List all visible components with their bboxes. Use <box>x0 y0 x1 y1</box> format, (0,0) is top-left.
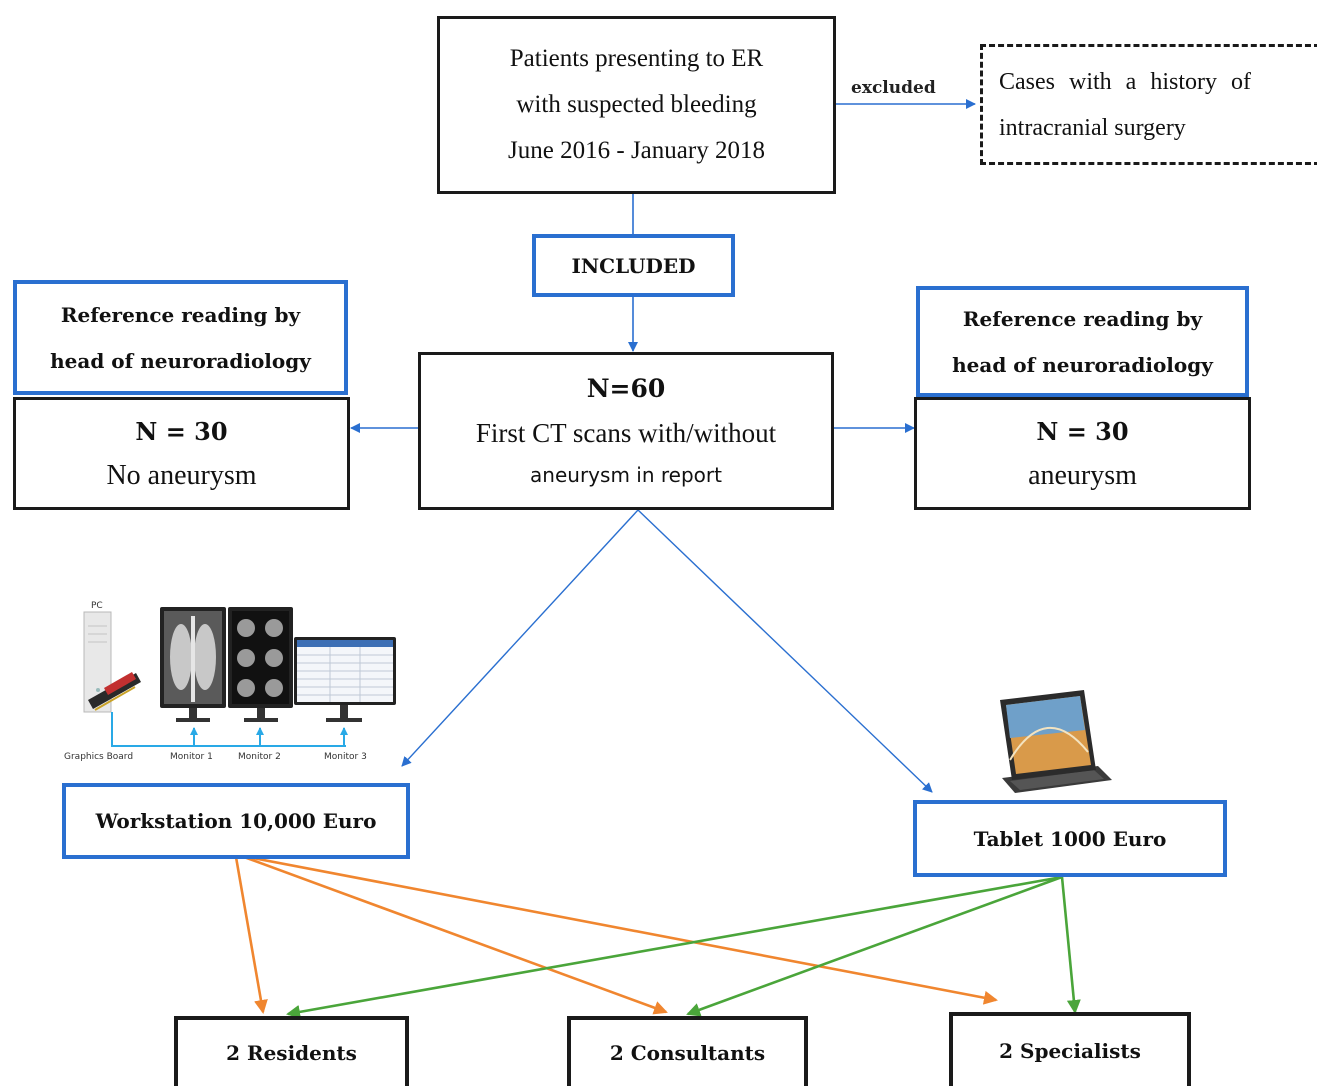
monitor-3-label: Monitor 3 <box>324 752 367 762</box>
consultants-box: 2 Consultants <box>567 1016 808 1086</box>
workstation-to-consultants-arrow <box>243 855 668 1015</box>
tablet-to-specialists-arrow <box>1060 876 1081 1014</box>
left-result-label: No aneurysm <box>106 459 257 491</box>
center-n: N=60 <box>586 374 666 403</box>
excluded-box: Cases with a history of intracranial sur… <box>980 44 1317 165</box>
residents-label: 2 Residents <box>226 1041 357 1065</box>
monitor-3-icon <box>294 637 396 722</box>
left-reference-line-1: Reference reading by <box>60 302 301 327</box>
patients-line-2: with suspected bleeding <box>516 91 757 118</box>
tablet-box: Tablet 1000 Euro <box>913 800 1227 877</box>
included-label: INCLUDED <box>571 253 696 278</box>
included-box: INCLUDED <box>532 234 735 297</box>
excluded-line-1: Cases with a history of <box>999 68 1251 95</box>
center-to-workstation-arrow <box>401 509 639 767</box>
graphics-board-icon <box>88 672 141 711</box>
center-box: N=60 First CT scans with/without aneurys… <box>418 352 834 510</box>
consultants-label: 2 Consultants <box>609 1041 766 1065</box>
pc-label: PC <box>91 601 103 611</box>
left-result-box: N = 30 No aneurysm <box>13 397 350 510</box>
monitor-1-icon <box>160 607 226 722</box>
left-reference-box: Reference reading by head of neuroradiol… <box>13 280 348 395</box>
monitor-1-label: Monitor 1 <box>170 752 213 762</box>
workstation-illustration <box>83 607 396 747</box>
workstation-to-residents-arrow <box>234 856 268 1014</box>
right-reference-line-2: head of neuroradiology <box>952 352 1213 377</box>
graphics-board-label: Graphics Board <box>64 752 134 762</box>
monitor-2-label: Monitor 2 <box>238 752 281 762</box>
workstation-label: Workstation 10,000 Euro <box>95 809 377 833</box>
excluded-label: excluded <box>851 78 936 98</box>
center-line-2: aneurysm in report <box>530 463 722 487</box>
tablet-illustration <box>1000 690 1112 793</box>
patients-box: Patients presenting to ER with suspected… <box>437 16 836 194</box>
specialists-label: 2 Specialists <box>999 1039 1141 1063</box>
tablet-to-residents-arrow <box>286 875 1063 1019</box>
left-result-n: N = 30 <box>135 416 228 446</box>
patients-line-3: June 2016 - January 2018 <box>508 137 765 164</box>
workstation-box: Workstation 10,000 Euro <box>62 783 410 859</box>
center-line-1: First CT scans with/without <box>475 418 777 448</box>
right-reference-box: Reference reading by head of neuroradiol… <box>916 286 1249 397</box>
center-to-tablet-arrow <box>637 509 933 793</box>
excluded-line-2: intracranial surgery <box>999 114 1186 141</box>
residents-box: 2 Residents <box>174 1016 409 1086</box>
tablet-label: Tablet 1000 Euro <box>973 826 1167 851</box>
left-reference-line-2: head of neuroradiology <box>50 348 311 373</box>
right-result-n: N = 30 <box>1036 416 1129 446</box>
tablet-to-consultants-arrow <box>686 875 1063 1017</box>
monitor-2-icon <box>228 607 293 722</box>
specialists-box: 2 Specialists <box>949 1012 1191 1086</box>
workstation-to-specialists-arrow <box>247 855 998 1005</box>
right-result-label: aneurysm <box>1028 459 1137 491</box>
right-reference-line-1: Reference reading by <box>962 306 1203 331</box>
right-result-box: N = 30 aneurysm <box>914 397 1251 510</box>
patients-line-1: Patients presenting to ER <box>509 45 764 72</box>
